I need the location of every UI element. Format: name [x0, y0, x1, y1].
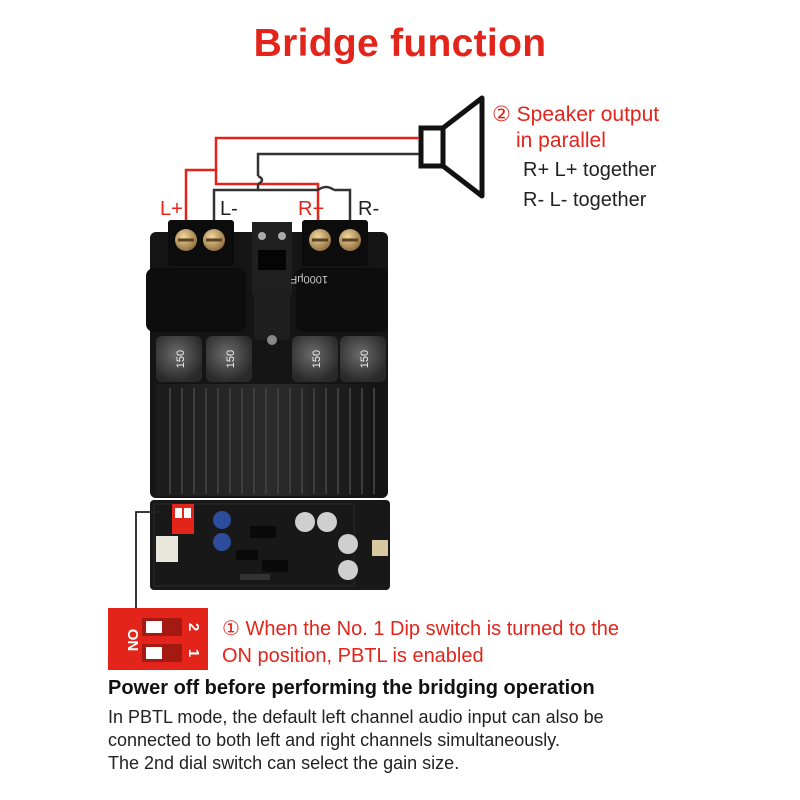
callout-line: [135, 511, 162, 614]
screw-terminal-r-minus: [339, 229, 361, 251]
dip-label-2: 2: [185, 623, 202, 631]
description: In PBTL mode, the default left channel a…: [108, 706, 728, 775]
page-title: Bridge function: [253, 22, 547, 65]
dip-note-line-2: ON position, PBTL is enabled: [222, 645, 484, 667]
terminal-label-l-plus: L+: [160, 198, 183, 220]
dip-note-line-1: ① When the No. 1 Dip switch is turned to…: [222, 618, 620, 640]
terminal-label-l-minus: L-: [220, 198, 238, 220]
warning-text: Power off before performing the bridging…: [108, 677, 595, 699]
speaker-note-heading-1: ② Speaker output: [492, 103, 660, 126]
screw-terminal-l-minus: [203, 229, 225, 251]
terminal-label-r-plus: R+: [298, 198, 325, 220]
speaker-icon: [418, 95, 485, 199]
screw-terminal-r-plus: [309, 229, 331, 251]
screw-terminal-l-plus: [175, 229, 197, 251]
dip-label-1: 1: [185, 649, 202, 657]
inductor-marking: 150: [311, 350, 323, 368]
amplifier-board: 1000μF 150 150 150 150: [146, 220, 390, 590]
inductor-marking: 150: [359, 350, 371, 368]
heatsink: [156, 384, 382, 496]
description-line: connected to both left and right channel…: [108, 730, 560, 750]
speaker-note-heading-2: in parallel: [516, 129, 606, 152]
inductor-marking: 150: [225, 350, 237, 368]
capacitor-marking: 1000μF: [290, 273, 328, 285]
dip-label-on: ON: [124, 629, 141, 652]
inductor: 150: [340, 336, 386, 382]
inductor-marking: 150: [175, 350, 187, 368]
description-line: The 2nd dial switch can select the gain …: [108, 753, 460, 773]
inductor: 150: [292, 336, 338, 382]
terminal-label-r-minus: R-: [358, 198, 380, 220]
wiring: [184, 136, 419, 222]
inductor: 150: [156, 336, 202, 382]
inductor: 150: [206, 336, 252, 382]
speaker-note-line-1: R+ L+ together: [523, 159, 657, 181]
speaker-note-line-2: R- L- together: [523, 189, 647, 211]
description-line: In PBTL mode, the default left channel a…: [108, 707, 604, 727]
dip-switch-detail: ON 2 1: [108, 608, 208, 670]
